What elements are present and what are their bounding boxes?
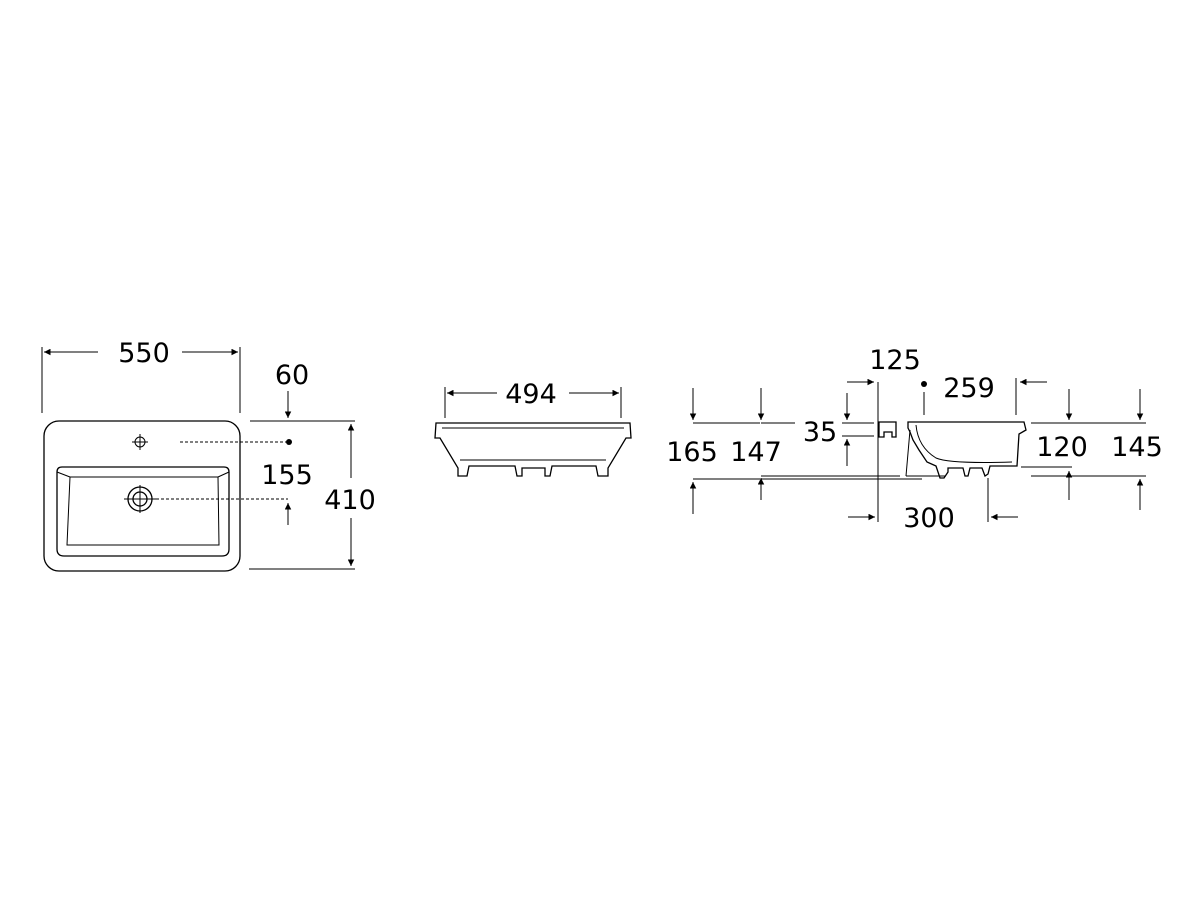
dim-total-height-165: 165 — [666, 437, 718, 468]
side-back-edge — [878, 421, 897, 438]
dim-width-550: 550 — [118, 338, 170, 369]
dim-depth-410: 410 — [324, 485, 376, 516]
side-view: 165 147 125 35 259 — [666, 345, 1163, 534]
dim-tap-offset-60: 60 — [275, 360, 309, 391]
dim-tap-height-125: 125 — [869, 345, 921, 376]
dim-rear-height-145: 145 — [1111, 432, 1163, 463]
dim-waste-offset-155: 155 — [261, 460, 313, 491]
dim-rim-35: 35 — [803, 417, 837, 448]
bowl-outline — [56, 466, 230, 557]
front-view: 494 — [434, 379, 632, 477]
dim-bowl-length-259: 259 — [943, 373, 995, 404]
side-basin-profile — [907, 421, 1027, 479]
tap-hole-icon — [132, 434, 148, 450]
dim-base-width-300: 300 — [903, 503, 955, 534]
dim-waste-height-120: 120 — [1036, 432, 1088, 463]
bowl-inner-outline — [66, 476, 220, 546]
waste-outlet-icon — [124, 485, 156, 513]
dim-bowl-width-494: 494 — [505, 379, 557, 410]
dim-body-height-147: 147 — [730, 437, 782, 468]
front-basin-profile — [434, 422, 632, 477]
top-view: 550 60 155 410 — [41, 338, 376, 572]
basin-outline — [43, 420, 241, 572]
